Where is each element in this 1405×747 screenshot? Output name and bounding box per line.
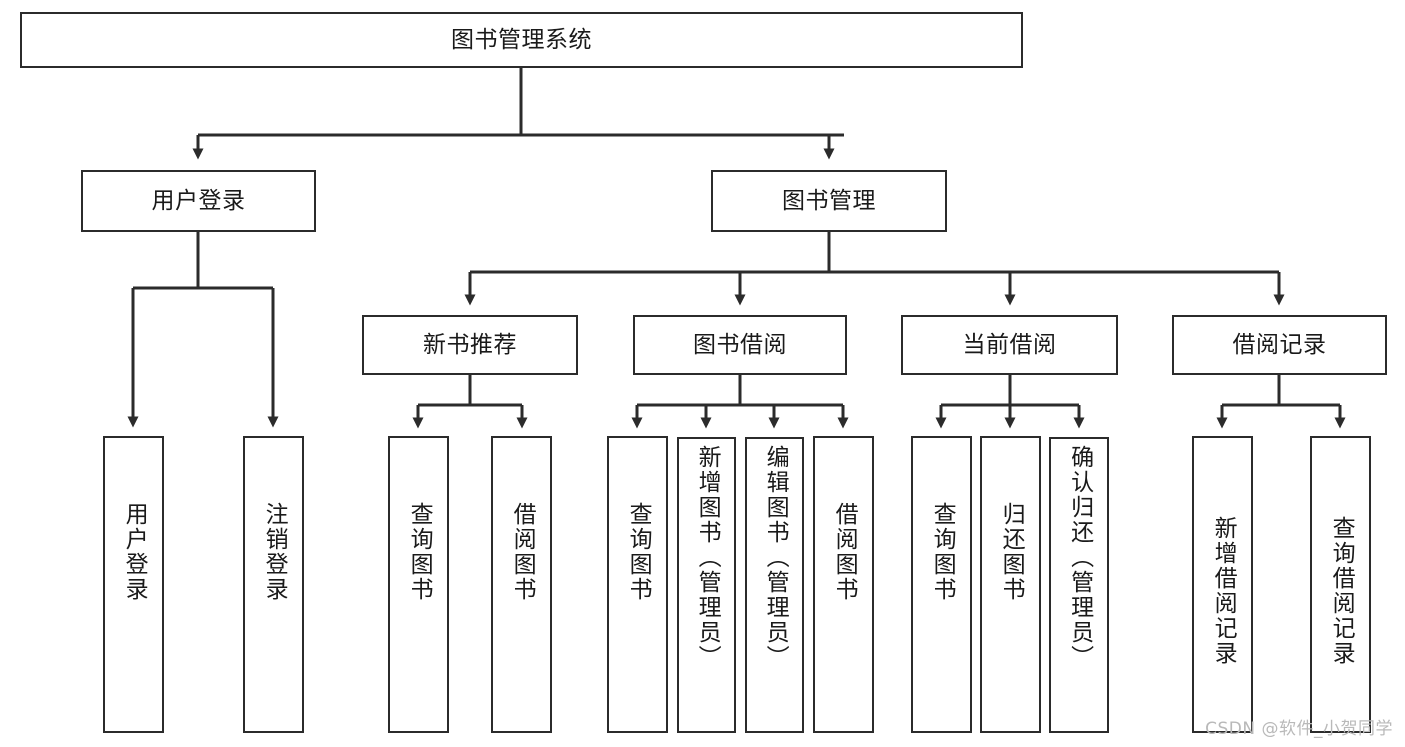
leaf-current-borrow-query[interactable]: 查询图书	[911, 436, 972, 733]
node-label: 用户登录	[151, 187, 246, 214]
node-label: 确认归还（管理员）	[1066, 445, 1093, 670]
node-new-book-recommend[interactable]: 新书推荐	[362, 315, 578, 375]
leaf-book-borrow-query[interactable]: 查询图书	[607, 436, 668, 733]
node-label: 用户登录	[121, 502, 148, 602]
leaf-current-borrow-confirm-return[interactable]: 确认归还（管理员）	[1049, 437, 1109, 733]
leaf-current-borrow-return[interactable]: 归还图书	[980, 436, 1041, 733]
node-label: 图书借阅	[693, 331, 787, 358]
node-label: 新书推荐	[423, 331, 517, 358]
leaf-borrow-record-query[interactable]: 查询借阅记录	[1310, 436, 1371, 733]
node-label: 注销登录	[261, 502, 288, 602]
node-book-borrow[interactable]: 图书借阅	[633, 315, 847, 375]
node-label: 图书管理系统	[451, 26, 592, 53]
leaf-new-book-borrow[interactable]: 借阅图书	[491, 436, 552, 733]
node-label: 编辑图书（管理员）	[762, 445, 789, 670]
node-label: 图书管理	[782, 187, 876, 214]
node-label: 借阅图书	[509, 502, 536, 602]
node-label: 查询图书	[406, 502, 433, 602]
node-label: 借阅记录	[1232, 331, 1327, 358]
leaf-new-book-query[interactable]: 查询图书	[388, 436, 449, 733]
node-book-management[interactable]: 图书管理	[711, 170, 947, 232]
node-label: 借阅图书	[831, 502, 858, 602]
node-label: 查询图书	[625, 502, 652, 602]
node-label: 查询图书	[929, 502, 956, 602]
node-label: 归还图书	[998, 502, 1025, 602]
leaf-user-login-login[interactable]: 用户登录	[103, 436, 164, 733]
leaf-book-borrow-add[interactable]: 新增图书（管理员）	[677, 437, 736, 733]
node-label: 查询借阅记录	[1328, 516, 1355, 666]
node-label: 新增借阅记录	[1210, 516, 1237, 666]
leaf-book-borrow-edit[interactable]: 编辑图书（管理员）	[745, 437, 804, 733]
leaf-borrow-record-add[interactable]: 新增借阅记录	[1192, 436, 1253, 733]
node-label: 当前借阅	[962, 331, 1057, 358]
node-root-book-management-system[interactable]: 图书管理系统	[20, 12, 1023, 68]
node-user-login[interactable]: 用户登录	[81, 170, 316, 232]
leaf-book-borrow-borrow[interactable]: 借阅图书	[813, 436, 874, 733]
leaf-user-login-logout[interactable]: 注销登录	[243, 436, 304, 733]
node-current-borrow[interactable]: 当前借阅	[901, 315, 1118, 375]
node-borrow-record[interactable]: 借阅记录	[1172, 315, 1387, 375]
node-label: 新增图书（管理员）	[694, 445, 721, 670]
watermark-text: CSDN @软件_小贺同学	[1205, 719, 1393, 739]
